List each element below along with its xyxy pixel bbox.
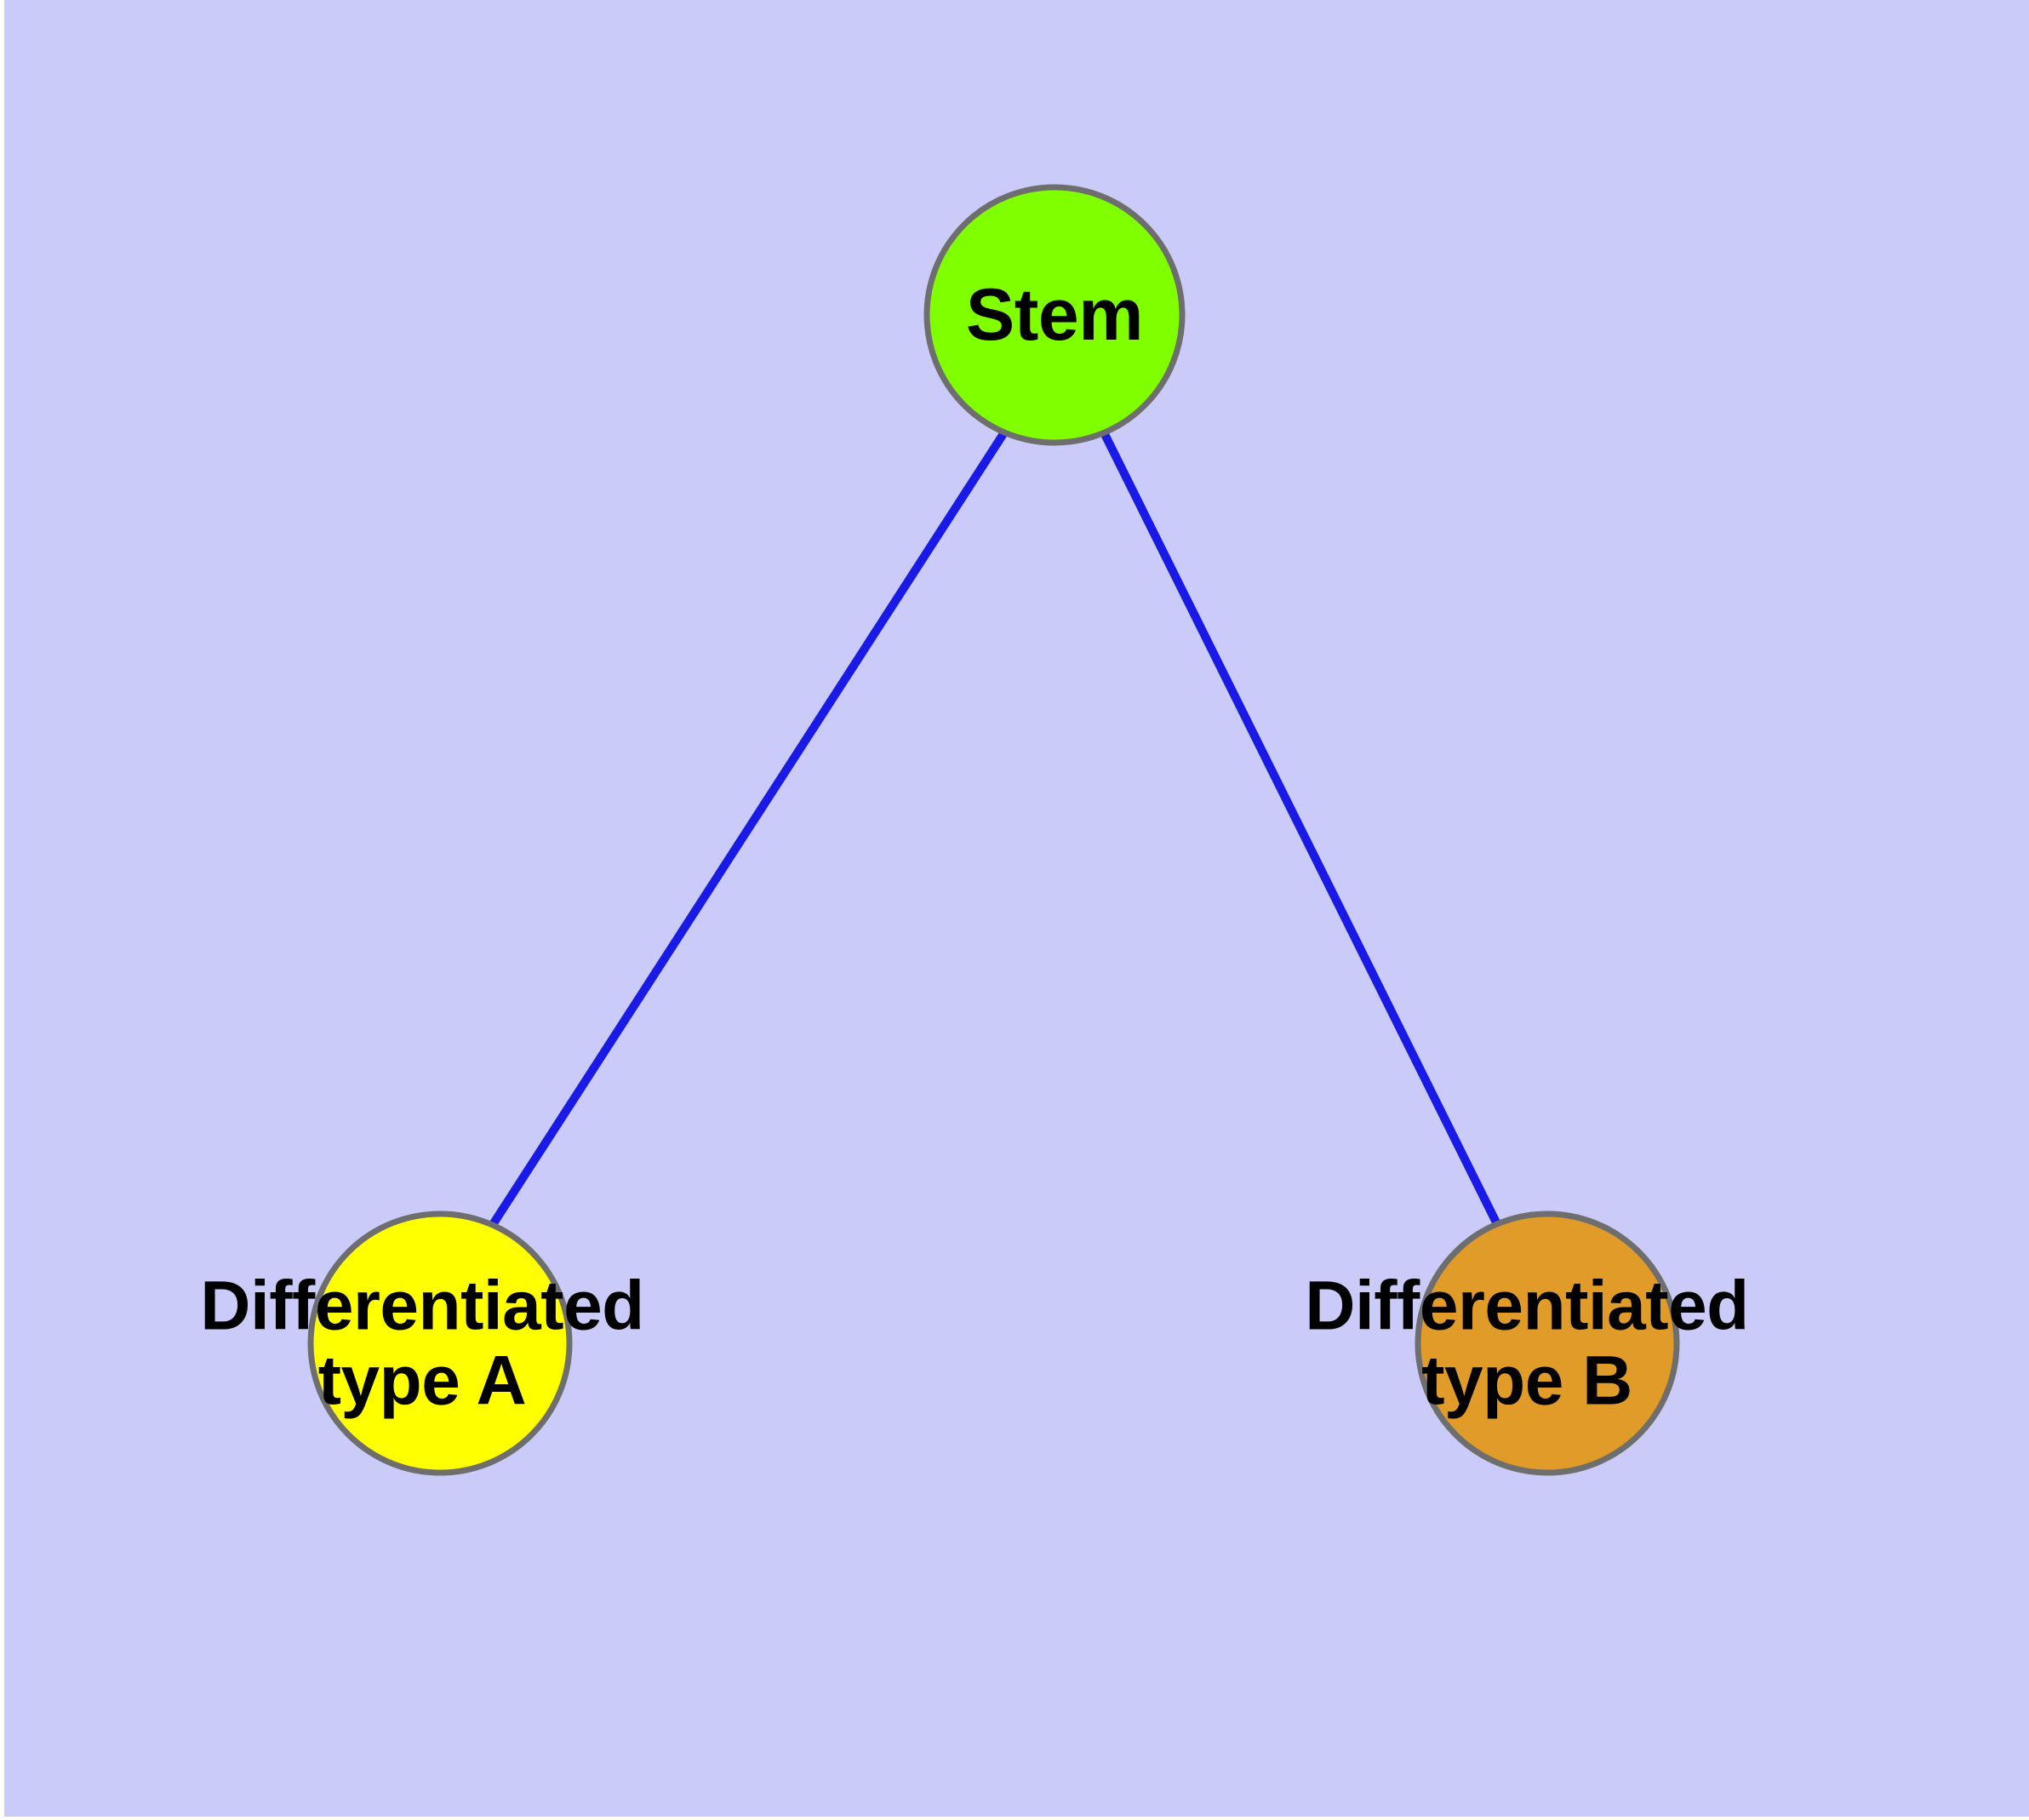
- node-stem[interactable]: [923, 184, 1186, 446]
- edge-stem-to-differentiated-type-a: [488, 430, 1009, 1228]
- node-differentiated-type-b[interactable]: [1415, 1210, 1680, 1476]
- edge-layer: [488, 430, 1502, 1228]
- edge-stem-to-differentiated-type-b: [1100, 430, 1502, 1228]
- node-differentiated-type-a[interactable]: [307, 1210, 573, 1476]
- node-layer: [307, 184, 1680, 1476]
